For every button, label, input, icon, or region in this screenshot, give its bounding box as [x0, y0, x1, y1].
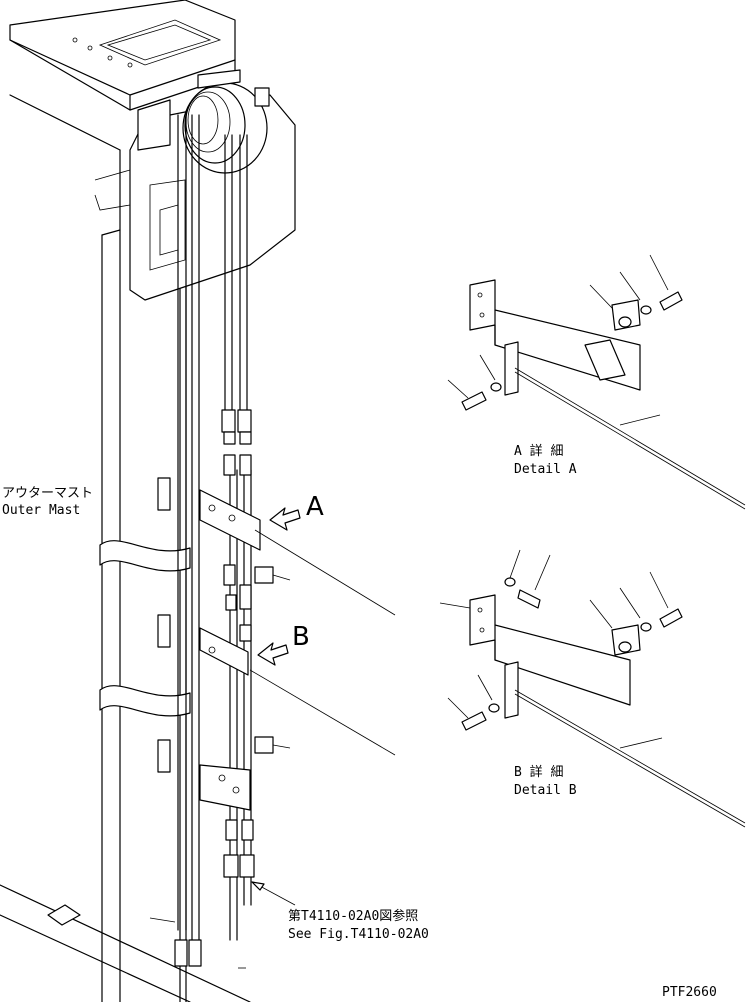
- detail-a-title-jp: A 詳 細: [514, 443, 563, 459]
- detail-b-title-en: Detail B: [514, 783, 577, 798]
- outer-mast: [0, 0, 251, 1002]
- hose-fittings: [174, 409, 291, 967]
- detail-a-drawing: [447, 254, 746, 510]
- mast-brackets: [157, 477, 396, 811]
- see-figure-ref-en: See Fig.T4110-02A0: [288, 927, 429, 942]
- outer-mast-label-en: Outer Mast: [2, 503, 80, 518]
- detail-a-title-en: Detail A: [514, 462, 577, 477]
- callout-a-label: A: [306, 492, 324, 522]
- figure-code: PTF2660: [662, 985, 717, 1000]
- chain-wheel: [182, 69, 270, 174]
- detail-b-drawing: [439, 549, 746, 828]
- callout-b-label: B: [292, 622, 310, 652]
- see-figure-ref-jp: 第T4110-02A0図参照: [288, 908, 418, 924]
- outer-mast-label-jp: アウターマスト: [2, 486, 93, 501]
- detail-b-title-jp: B 詳 細: [514, 764, 563, 780]
- callout-arrows: [251, 507, 301, 906]
